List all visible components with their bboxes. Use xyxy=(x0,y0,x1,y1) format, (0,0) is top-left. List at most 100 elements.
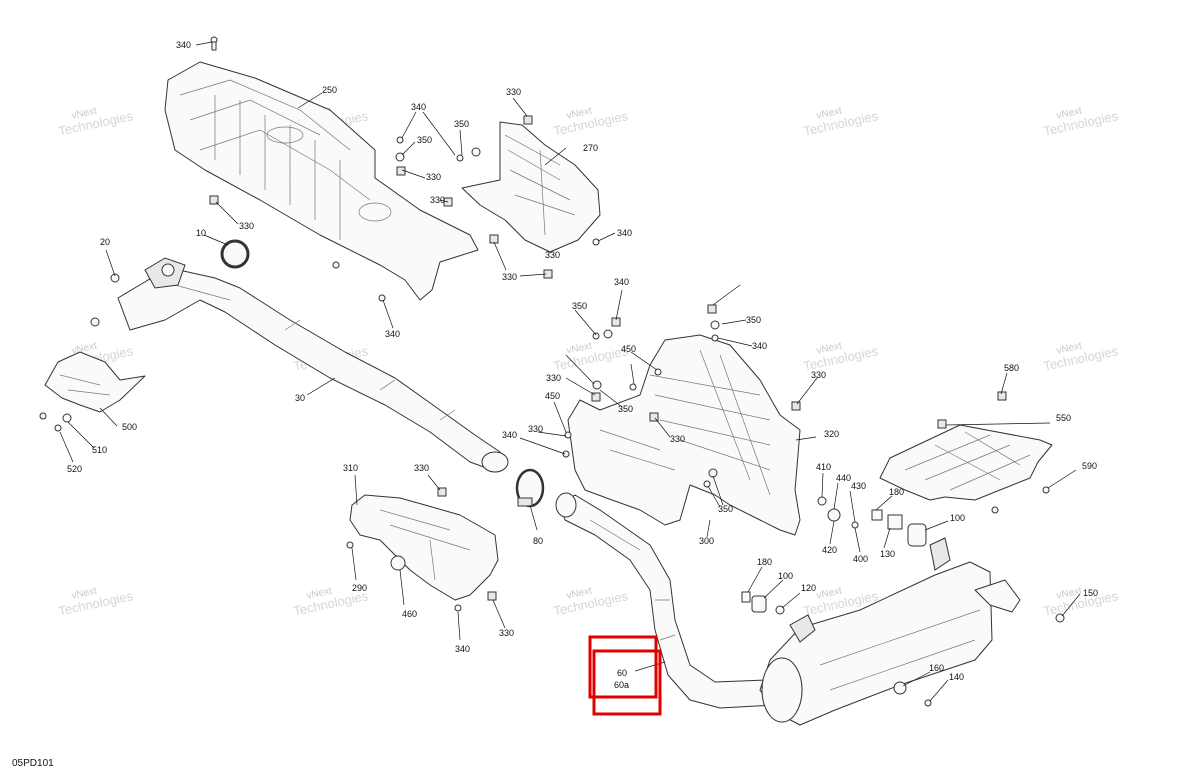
callout-label: 550 xyxy=(1056,413,1071,423)
callout-label: 80 xyxy=(533,536,543,546)
callout-label: 100 xyxy=(950,513,965,523)
callout-label: 100 xyxy=(778,571,793,581)
muffler-150 xyxy=(759,537,1021,726)
callout-label: 330 xyxy=(239,221,254,231)
fasteners xyxy=(39,36,1065,707)
callout-label: 510 xyxy=(92,445,107,455)
callout-label: 520 xyxy=(67,464,82,474)
watermark-line1: vNext xyxy=(816,341,844,357)
highlight-label-60a: 60a xyxy=(614,680,629,690)
callout-label: 330 xyxy=(545,250,560,260)
callout-label: 290 xyxy=(352,583,367,593)
heat-shield-500 xyxy=(44,351,146,413)
callout-label: 450 xyxy=(621,344,636,354)
callout-label: 10 xyxy=(196,228,206,238)
watermark-line1: vNext xyxy=(566,586,594,602)
callout-label: 130 xyxy=(880,549,895,559)
callout-label: 330 xyxy=(528,424,543,434)
callout-label: 350 xyxy=(417,135,432,145)
watermark-line1: vNext xyxy=(566,106,594,122)
callout-label: 330 xyxy=(502,272,517,282)
callout-label: 180 xyxy=(889,487,904,497)
callout-label: 350 xyxy=(454,119,469,129)
heat-shield-250 xyxy=(164,61,479,301)
watermark-line1: vNext xyxy=(1056,106,1084,122)
callout-label: 330 xyxy=(811,370,826,380)
watermark-line1: vNext xyxy=(71,586,99,602)
callout-label: 450 xyxy=(545,391,560,401)
heat-shield-270 xyxy=(461,121,601,253)
highlight-label-60: 60 xyxy=(617,668,627,678)
callout-label: 250 xyxy=(322,85,337,95)
callout-label: 330 xyxy=(546,373,561,383)
callout-label: 340 xyxy=(502,430,517,440)
callout-label: 320 xyxy=(824,429,839,439)
callout-label: 420 xyxy=(822,545,837,555)
callout-label: 180 xyxy=(757,557,772,567)
callout-label: 300 xyxy=(699,536,714,546)
watermark-line1: vNext xyxy=(566,341,594,357)
callout-label: 330 xyxy=(506,87,521,97)
callout-label: 150 xyxy=(1083,588,1098,598)
watermark-line1: vNext xyxy=(816,586,844,602)
watermark-line1: vNext xyxy=(816,106,844,122)
diagram-reference-code: 05PD101 xyxy=(12,758,54,769)
callout-label: 160 xyxy=(929,663,944,673)
callout-label: 330 xyxy=(670,434,685,444)
heat-shield-550 xyxy=(879,424,1053,501)
callout-label: 340 xyxy=(617,228,632,238)
gasket-10 xyxy=(220,239,250,269)
callout-label: 270 xyxy=(583,143,598,153)
callouts: 340 250 340 350 350 330 270 330 330 340 … xyxy=(67,40,1098,682)
callout-label: 340 xyxy=(614,277,629,287)
callout-label: 310 xyxy=(343,463,358,473)
watermark-line1: vNext xyxy=(71,106,99,122)
callout-label: 580 xyxy=(1004,363,1019,373)
callout-label: 120 xyxy=(801,583,816,593)
callout-label: 460 xyxy=(402,609,417,619)
highlight-callout-60[interactable]: 60 60a xyxy=(588,635,662,716)
watermark-line1: vNext xyxy=(1056,341,1084,357)
callout-label: 340 xyxy=(385,329,400,339)
heat-shield-300 xyxy=(567,334,801,536)
callout-label: 20 xyxy=(100,237,110,247)
exhaust-pipe-30 xyxy=(117,257,509,473)
callout-label: 340 xyxy=(176,40,191,50)
watermark-line1: vNext xyxy=(1056,586,1084,602)
callout-label: 350 xyxy=(718,504,733,514)
callout-label: 30 xyxy=(295,393,305,403)
callout-label: 350 xyxy=(572,301,587,311)
callout-label: 500 xyxy=(122,422,137,432)
clamp-80 xyxy=(515,468,545,508)
callout-label: 590 xyxy=(1082,461,1097,471)
callout-label: 330 xyxy=(426,172,441,182)
leader-lines xyxy=(59,41,1081,702)
callout-label: 330 xyxy=(430,195,445,205)
highlight-box-outer xyxy=(588,635,658,699)
watermark-line1: vNext xyxy=(71,341,99,357)
callout-label: 140 xyxy=(949,672,964,682)
callout-label: 350 xyxy=(746,315,761,325)
callout-label: 410 xyxy=(816,462,831,472)
callout-label: 340 xyxy=(752,341,767,351)
highlight-box-inner xyxy=(592,649,662,716)
watermark-line1: vNext xyxy=(306,586,334,602)
callout-label: 430 xyxy=(851,481,866,491)
callout-label: 330 xyxy=(414,463,429,473)
callout-label: 330 xyxy=(499,628,514,638)
callout-label: 340 xyxy=(455,644,470,654)
bracket-310 xyxy=(349,494,499,601)
callout-label: 400 xyxy=(853,554,868,564)
callout-label: 340 xyxy=(411,102,426,112)
